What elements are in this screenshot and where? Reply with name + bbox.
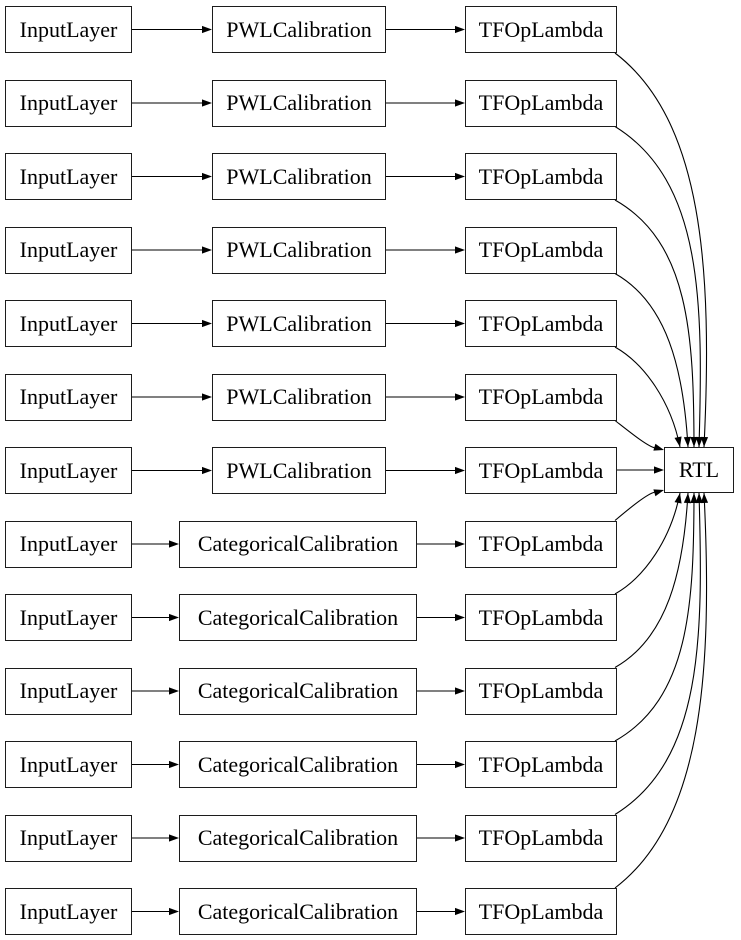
edge — [614, 492, 701, 815]
edge — [614, 492, 708, 889]
edge-arrowhead — [455, 25, 465, 34]
edge-arrowhead — [683, 493, 692, 504]
edge-arrowhead — [695, 493, 703, 504]
node-input-layer: InputLayer — [5, 814, 132, 862]
edge-arrowhead — [695, 436, 703, 447]
edge-arrowhead — [455, 613, 465, 622]
edge-arrowhead — [169, 760, 179, 769]
node-tfop-lambda: TFOpLambda — [465, 153, 617, 200]
edge-arrowhead — [700, 493, 709, 504]
edge — [614, 126, 701, 448]
edge-arrowhead — [654, 466, 664, 474]
edge-arrowhead — [169, 613, 179, 622]
edge-arrowhead — [169, 907, 179, 916]
node-pwl-calibration: PWLCalibration — [212, 447, 386, 494]
edge-arrowhead — [455, 540, 465, 548]
node-tfop-lambda: TFOpLambda — [465, 594, 617, 641]
edge — [614, 346, 681, 448]
edge-arrowhead — [455, 834, 465, 842]
edge-arrowhead — [455, 319, 465, 328]
node-tfop-lambda: TFOpLambda — [465, 373, 617, 421]
edge-arrowhead — [169, 834, 179, 842]
edge-arrowhead — [683, 436, 692, 447]
edge — [614, 491, 656, 521]
node-pwl-calibration: PWLCalibration — [212, 373, 386, 421]
edge-arrowhead — [202, 99, 212, 107]
node-categorical-calibration: CategoricalCalibration — [179, 520, 417, 568]
edge-arrowhead — [202, 246, 212, 254]
node-input-layer: InputLayer — [5, 300, 132, 347]
node-input-layer: InputLayer — [5, 373, 132, 421]
node-tfop-lambda: TFOpLambda — [465, 741, 617, 788]
edge-arrowhead — [700, 436, 709, 447]
edge-arrowhead — [455, 99, 465, 107]
node-pwl-calibration: PWLCalibration — [212, 6, 386, 53]
edge-arrowhead — [455, 466, 465, 475]
node-categorical-calibration: CategoricalCalibration — [179, 594, 417, 641]
node-categorical-calibration: CategoricalCalibration — [179, 741, 417, 788]
node-tfop-lambda: TFOpLambda — [465, 6, 617, 53]
node-rtl: RTL — [664, 447, 734, 493]
node-tfop-lambda: TFOpLambda — [465, 520, 617, 568]
edge — [614, 273, 689, 448]
node-input-layer: InputLayer — [5, 226, 132, 274]
edge-arrowhead — [455, 393, 465, 401]
edge — [614, 492, 695, 742]
node-categorical-calibration: CategoricalCalibration — [179, 814, 417, 862]
node-input-layer: InputLayer — [5, 888, 132, 935]
node-pwl-calibration: PWLCalibration — [212, 79, 386, 127]
edge-arrowhead — [455, 760, 465, 769]
edge-arrowhead — [202, 172, 212, 181]
edge-arrowhead — [169, 687, 179, 695]
node-input-layer: InputLayer — [5, 741, 132, 788]
node-categorical-calibration: CategoricalCalibration — [179, 888, 417, 935]
edge-arrowhead — [690, 436, 698, 447]
node-pwl-calibration: PWLCalibration — [212, 153, 386, 200]
edge — [614, 492, 681, 595]
node-categorical-calibration: CategoricalCalibration — [179, 667, 417, 715]
node-input-layer: InputLayer — [5, 447, 132, 494]
node-tfop-lambda: TFOpLambda — [465, 447, 617, 494]
node-input-layer: InputLayer — [5, 79, 132, 127]
node-input-layer: InputLayer — [5, 6, 132, 53]
edge-arrowhead — [690, 493, 698, 504]
edge-arrowhead — [202, 319, 212, 328]
node-input-layer: InputLayer — [5, 667, 132, 715]
edge-arrowhead — [169, 540, 179, 548]
node-tfop-lambda: TFOpLambda — [465, 667, 617, 715]
edge — [614, 492, 689, 668]
node-tfop-lambda: TFOpLambda — [465, 888, 617, 935]
edge-arrowhead — [653, 489, 664, 497]
edge — [614, 420, 656, 449]
node-tfop-lambda: TFOpLambda — [465, 226, 617, 274]
edge-arrowhead — [674, 493, 682, 504]
edge-arrowhead — [653, 443, 664, 451]
node-input-layer: InputLayer — [5, 594, 132, 641]
node-tfop-lambda: TFOpLambda — [465, 79, 617, 127]
edge-arrowhead — [455, 687, 465, 695]
node-tfop-lambda: TFOpLambda — [465, 814, 617, 862]
edge-arrowhead — [202, 466, 212, 475]
edge-arrowhead — [202, 393, 212, 401]
edge — [614, 199, 695, 448]
edge-arrowhead — [202, 25, 212, 34]
node-pwl-calibration: PWLCalibration — [212, 226, 386, 274]
edge-arrowhead — [455, 907, 465, 916]
edge-arrowhead — [674, 436, 682, 447]
node-input-layer: InputLayer — [5, 153, 132, 200]
edge-arrowhead — [455, 172, 465, 181]
node-pwl-calibration: PWLCalibration — [212, 300, 386, 347]
node-tfop-lambda: TFOpLambda — [465, 300, 617, 347]
edge-arrowhead — [455, 246, 465, 254]
node-input-layer: InputLayer — [5, 520, 132, 568]
edge — [614, 52, 708, 448]
